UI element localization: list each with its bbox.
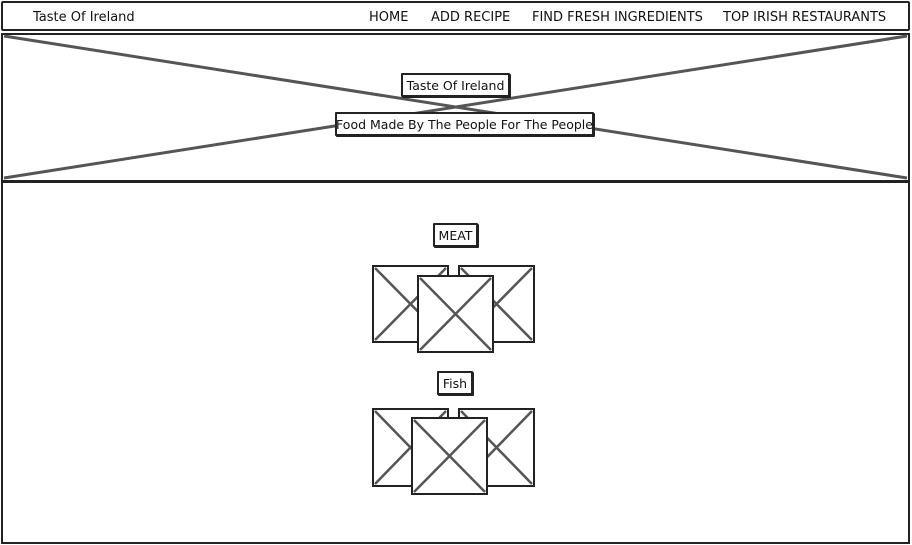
navbar: Taste Of Ireland HOME ADD RECIPE FIND FR… bbox=[1, 1, 910, 31]
main-content bbox=[1, 181, 910, 544]
brand-logo[interactable]: Taste Of Ireland bbox=[33, 10, 135, 25]
meat-image-stack[interactable] bbox=[370, 264, 538, 356]
nav-link-top-irish-restaurants[interactable]: TOP IRISH RESTAURANTS bbox=[723, 10, 887, 25]
hero-subtitle: Food Made By The People For The People bbox=[335, 112, 594, 136]
category-label-fish: Fish bbox=[437, 371, 473, 395]
fish-image-stack[interactable] bbox=[370, 407, 538, 497]
nav-link-find-fresh-ingredients[interactable]: FIND FRESH INGREDIENTS bbox=[532, 10, 703, 25]
category-label-meat: MEAT bbox=[433, 223, 478, 247]
hero-title: Taste Of Ireland bbox=[401, 73, 510, 97]
hero-image-placeholder bbox=[1, 33, 910, 182]
nav-link-home[interactable]: HOME bbox=[369, 10, 409, 25]
nav-link-add-recipe[interactable]: ADD RECIPE bbox=[431, 10, 511, 25]
